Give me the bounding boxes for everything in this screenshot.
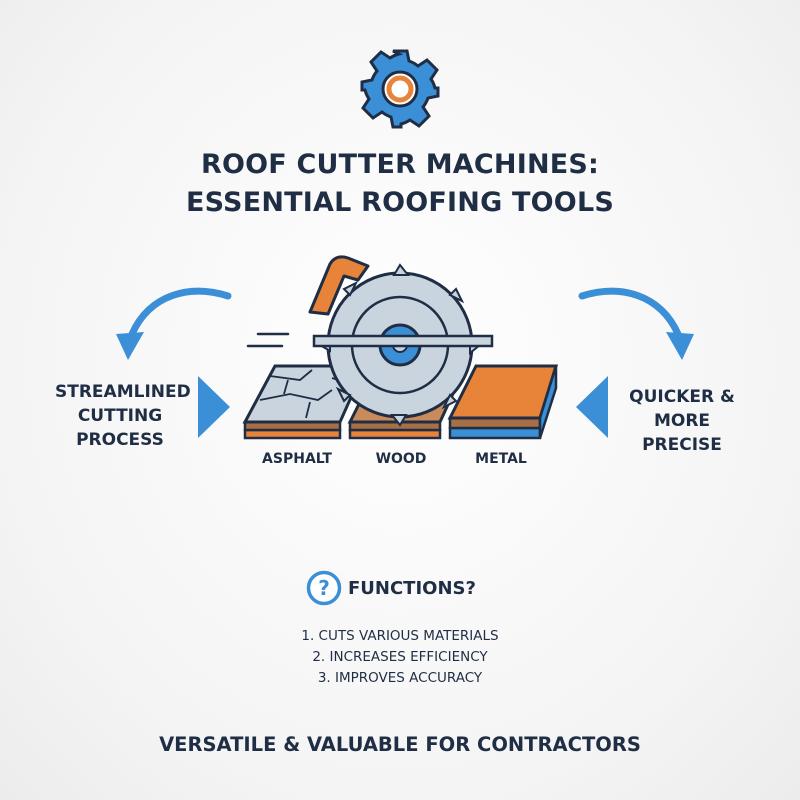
page-title: ROOF CUTTER MACHINES: ESSENTIAL ROOFING … [0,146,800,222]
curved-arrow-down-left-icon [116,287,232,360]
question-circle-icon: ? [306,570,342,606]
material-label-asphalt: ASPHALT [262,451,332,467]
right-note-line-1: QUICKER & [629,387,735,407]
gear-icon [360,49,440,129]
list-item: 3. IMPROVES ACCURACY [317,670,483,686]
list-item: 1. CUTS VARIOUS MATERIALS [301,628,499,644]
left-note-line-2: CUTTING [77,406,163,426]
material-label-wood: WOOD [375,451,427,467]
list-item: 2. INCREASES EFFICIENCY [312,649,488,665]
title-line-2: ESSENTIAL ROOFING TOOLS [185,187,615,218]
right-note-line-2: MORE PRECISE [642,411,722,455]
tagline: VERSATILE & VALUABLE FOR CONTRACTORS [159,733,641,756]
left-note-line-1: STREAMLINED [55,382,191,402]
circular-saw-illustration [242,255,559,440]
left-note: STREAMLINED CUTTING PROCESS [55,380,191,452]
material-label-metal: METAL [475,451,527,467]
metal-tile [447,364,559,440]
functions-heading: FUNCTIONS? [348,578,476,599]
curved-arrow-down-right-icon [578,287,694,360]
functions-list: 1. CUTS VARIOUS MATERIALS 2. INCREASES E… [0,626,800,689]
right-note: QUICKER & MORE PRECISE [612,385,752,457]
triangle-right-icon [198,376,230,438]
svg-text:?: ? [318,576,330,600]
triangle-left-icon [576,376,608,438]
left-note-line-3: PROCESS [76,430,164,450]
title-line-1: ROOF CUTTER MACHINES: [200,149,600,180]
